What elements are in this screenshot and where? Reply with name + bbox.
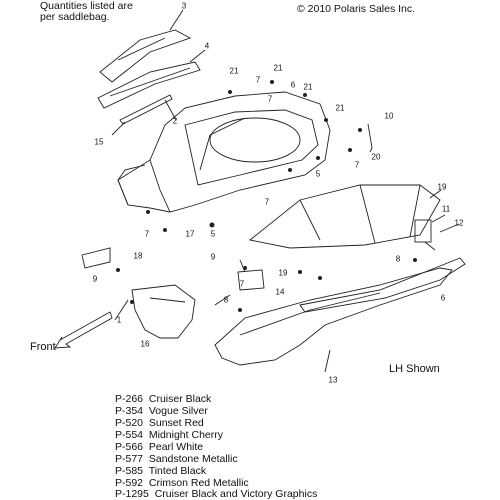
saddlebag-frame <box>117 91 331 213</box>
callout: 11 <box>441 204 451 214</box>
part-13-lower-cover <box>214 267 453 366</box>
front-arrow <box>54 311 113 349</box>
callout: 9 <box>92 274 98 284</box>
legend-row: P-592 Crimson Red Metallic <box>115 477 249 489</box>
legend-row: P-554 Midnight Cherry <box>115 429 223 441</box>
legend-row: P-566 Pearl White <box>115 441 204 453</box>
part-2-strip <box>119 94 173 125</box>
part-6-lower-trim <box>299 257 466 313</box>
callout: 5 <box>315 169 321 179</box>
callout: 7 <box>267 94 273 104</box>
part-18-plate <box>81 247 111 269</box>
callout: 7 <box>255 75 261 85</box>
part-14-bracket <box>237 269 265 291</box>
legend-row: P-354 Vogue Silver <box>115 405 208 417</box>
part-19-lid <box>248 184 441 249</box>
callout: 3 <box>181 1 187 11</box>
callout: 21 <box>303 82 313 92</box>
callout: 9 <box>210 252 216 262</box>
part-11-bracket <box>414 219 432 243</box>
part-4-rail <box>97 61 201 109</box>
callout: 13 <box>328 375 338 385</box>
callout: 21 <box>229 66 239 76</box>
callout: 10 <box>384 111 394 121</box>
callout: 5 <box>210 229 216 239</box>
lh-shown-label: LH Shown <box>389 363 440 375</box>
callout: 16 <box>140 339 150 349</box>
legend-row: P-520 Sunset Red <box>115 417 204 429</box>
part-10-bolt <box>367 123 373 149</box>
callout: 21 <box>273 63 283 73</box>
legend-row: P-266 Cruiser Black <box>115 393 212 405</box>
callout: 6 <box>440 293 446 303</box>
quantity-note-line2: per saddlebag. <box>40 11 110 23</box>
legend-row: P-577 Sandstone Metallic <box>115 453 238 465</box>
callout: 14 <box>275 287 285 297</box>
callout: 20 <box>371 152 381 162</box>
callout: 7 <box>144 229 150 239</box>
front-label: Front <box>30 341 56 353</box>
callout: 15 <box>94 137 104 147</box>
part-3-trim-strip <box>99 29 192 83</box>
copyright-text: © 2010 Polaris Sales Inc. <box>297 3 416 15</box>
quantity-note-line1: Quantities listed are <box>40 0 133 12</box>
callout: 1 <box>116 315 122 325</box>
callout: 7 <box>354 160 360 170</box>
callout: 19 <box>278 268 288 278</box>
callout: 6 <box>290 80 296 90</box>
legend-row: P-585 Tinted Black <box>115 465 207 477</box>
callout: 7 <box>239 279 245 289</box>
callout: 12 <box>454 218 464 228</box>
part-16-side-cover <box>131 284 196 339</box>
callout: 4 <box>204 41 210 51</box>
callout: 21 <box>335 103 345 113</box>
callout: 2 <box>172 116 178 126</box>
callout: 7 <box>264 197 270 207</box>
legend-row: P-1295 Cruiser Black and Victory Graphic… <box>115 488 318 500</box>
callout: 19 <box>437 182 447 192</box>
callout: 17 <box>185 229 195 239</box>
callout: 18 <box>133 251 143 261</box>
callout: 8 <box>395 254 401 264</box>
callout: 8 <box>223 295 229 305</box>
